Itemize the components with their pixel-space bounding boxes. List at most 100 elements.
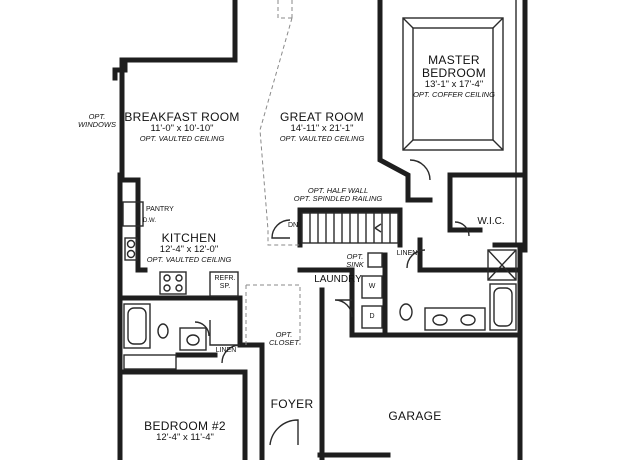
half-wall-line1: OPT. HALF WALL (307, 186, 369, 195)
refr-line1: REFR. (214, 275, 236, 282)
vanity-master (424, 307, 486, 331)
shower-box (487, 249, 517, 281)
bath-lower-wall (117, 369, 248, 460)
dn-label: DN. (287, 222, 301, 229)
toilet-2 (157, 323, 169, 339)
opt-sink-label: OPT. SINK (344, 252, 366, 270)
breakfast-room-dims: 11'-0" x 10'-10" (150, 123, 214, 135)
bedroom2-name: BEDROOM #2 (144, 419, 226, 433)
wic-label: W.I.C. (477, 216, 505, 227)
door-swing-bath (406, 249, 426, 269)
top-left-wall (112, 57, 128, 81)
master-name-line1: MASTER (428, 53, 480, 67)
great-room-dims: 14'-11" x 21'-1" (290, 123, 354, 135)
stair-wall (297, 207, 403, 248)
master-left-wall (377, 0, 433, 203)
garage-label: GARAGE (388, 409, 442, 423)
kitchen-lower-wall (117, 295, 243, 348)
linen-wall (209, 320, 240, 346)
kitchen-dims: 12'-4" x 12'-0" (159, 244, 219, 256)
pantry-box (122, 201, 144, 227)
laundry-label: LAUNDRY (314, 274, 362, 285)
kitchen-wall (119, 177, 148, 273)
kitchen-label: KITCHEN 12'-4" x 12'-0" OPT. VAULTED CEI… (140, 231, 238, 264)
kitchen-note: OPT. VAULTED CEILING (146, 254, 232, 264)
kitchen-sink (124, 237, 138, 261)
door-swing-wic (454, 221, 470, 237)
great-room-name: GREAT ROOM (280, 110, 364, 124)
toilet-master (399, 303, 413, 321)
burner-4 (175, 284, 183, 292)
refr-space (209, 271, 239, 297)
breakfast-room-note: OPT. VAULTED CEILING (139, 133, 225, 143)
shelf-2 (123, 354, 177, 370)
opt-dashed-wall (259, 0, 300, 246)
door-swing-foyer (269, 419, 299, 446)
shower-x (487, 249, 517, 281)
wic-wall (447, 172, 523, 248)
tub-2 (123, 303, 151, 349)
washer-box (361, 275, 383, 299)
door-swing-master (409, 159, 431, 181)
burner-1 (163, 274, 171, 282)
opt-dashed-top (277, 0, 292, 19)
opt-windows-label: OPT. WINDOWS (72, 112, 122, 130)
cooktop (159, 271, 187, 295)
kitchen-name: KITCHEN (161, 231, 217, 245)
opt-closet-line2: CLOSET (268, 338, 299, 348)
tub-master (489, 283, 517, 331)
bedroom2-label: BEDROOM #2 12'-4" x 11'-4" (130, 419, 240, 444)
master-name-line2: BEDROOM (421, 66, 487, 81)
coffer-corners (402, 17, 504, 151)
sink-bowl-2 (126, 249, 136, 259)
vanity-2-bowl (186, 334, 200, 346)
opt-closet-label: OPT. CLOSET (264, 330, 304, 348)
vanity-bowl-2 (460, 314, 476, 326)
great-room-label: GREAT ROOM 14'-11" x 21'-1" OPT. VAULTED… (264, 110, 380, 143)
door-swing-dn (271, 219, 291, 239)
master-dims: 13'-1" x 17'-4" (424, 79, 484, 91)
opt-sink-box (367, 252, 383, 268)
dw-label: D.W. (143, 218, 156, 224)
laundry-wall (297, 267, 523, 338)
bedroom2-dims: 12'-4" x 11'-4" (156, 432, 214, 444)
dryer-box (361, 305, 383, 329)
half-wall-line2: OPT. SPINDLED RAILING (293, 194, 383, 204)
door-swing-bath2 (194, 321, 210, 337)
linen-lower-label: LINEN (215, 347, 237, 354)
opt-closet-dashed (245, 284, 301, 345)
tub-2-inner (127, 307, 147, 345)
opt-sink-line2: SINK (346, 260, 364, 270)
sink-bowl-1 (126, 239, 136, 249)
opt-sink-line1: OPT. (346, 252, 364, 261)
vanity-bowl-1 (432, 314, 448, 326)
opt-windows-line1: OPT. (88, 112, 106, 121)
foyer-label: FOYER (270, 397, 314, 411)
dryer-label: D (369, 313, 375, 320)
breakfast-room-name: BREAKFAST ROOM (124, 110, 240, 124)
half-wall-label: OPT. HALF WALL OPT. SPINDLED RAILING (288, 186, 388, 204)
pantry-label: PANTRY (146, 206, 174, 213)
opt-closet-line1: OPT. (275, 330, 293, 339)
foyer-left-wall (242, 342, 265, 460)
master-bedroom-label: MASTER BEDROOM 13'-1" x 17'-4" OPT. COFF… (404, 53, 504, 99)
breakfast-room-label: BREAKFAST ROOM 11'-0" x 10'-10" OPT. VAU… (122, 110, 242, 143)
coffer-outer (402, 17, 504, 151)
burner-3 (163, 284, 171, 292)
linen-upper-label: LINEN (396, 250, 418, 257)
vanity-2 (179, 327, 207, 351)
burner-2 (175, 274, 183, 282)
exterior-wall (117, 0, 238, 460)
door-swing-laundry (334, 299, 353, 318)
stairs (301, 212, 399, 244)
opt-windows-line2: WINDOWS (78, 120, 116, 130)
master-note: OPT. COFFER CEILING (413, 89, 495, 99)
coffer-inner (412, 27, 494, 141)
refr-label: REFR. SP. (212, 275, 238, 290)
great-room-note: OPT. VAULTED CEILING (279, 133, 365, 143)
refr-line2: SP. (219, 282, 231, 290)
master-right-wall (517, 0, 528, 343)
washer-label: W (368, 283, 376, 290)
tub-master-inner (493, 287, 513, 327)
